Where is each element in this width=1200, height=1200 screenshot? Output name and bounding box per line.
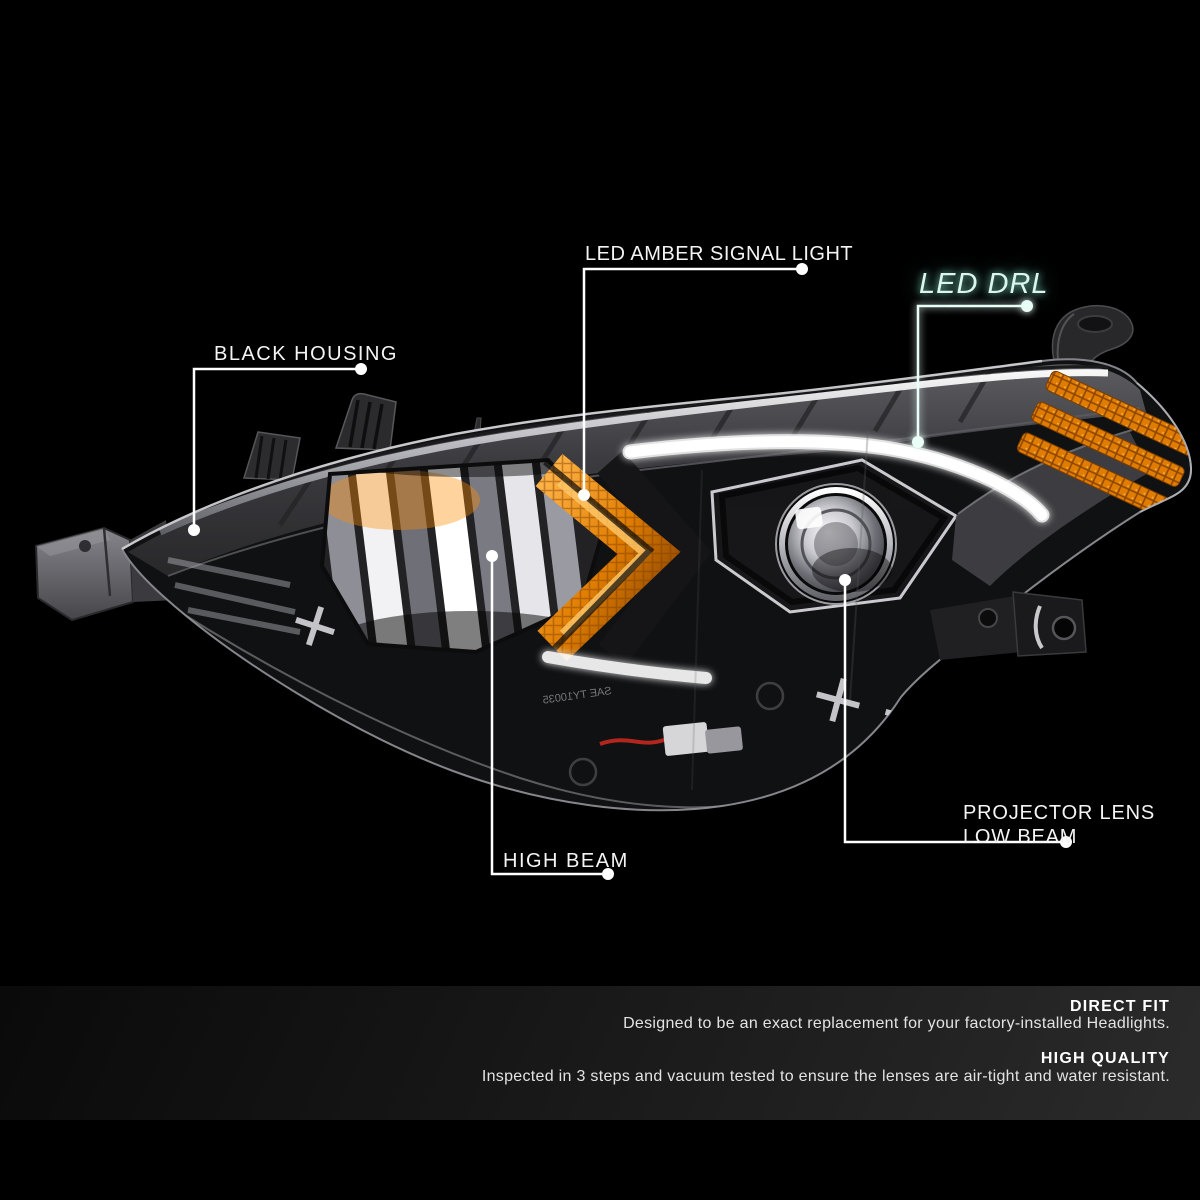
callout-high-beam: HIGH BEAM: [503, 850, 629, 872]
top-mount-tab-ribbed: [334, 392, 397, 451]
housing-band-lower-edge: [167, 407, 1141, 577]
projector-ring-chrome: [779, 487, 893, 601]
leader-high-beam: [490, 556, 608, 876]
bottom-right-bracket: [930, 591, 1087, 660]
lens-top-edge-highlight: [121, 359, 1043, 551]
callout-projector-line1: PROJECTOR LENS: [963, 802, 1155, 824]
lens-right-edge-highlight: [1136, 382, 1193, 513]
projector-highlight: [795, 506, 823, 530]
top-mount-tab-small: [243, 431, 301, 481]
amber-side-reflectors: [1016, 370, 1192, 518]
led-drl-strip: [542, 434, 1050, 684]
high-beam-reflector: [322, 460, 606, 652]
high-quality-title: HIGH QUALITY: [1040, 1050, 1170, 1067]
signal-divider-v: [597, 450, 712, 666]
lens-inner-edge-line: [179, 611, 761, 809]
left-reflector-slats: [167, 557, 301, 635]
leader-amber-signal: [582, 267, 802, 495]
callout-leader-lines: [192, 267, 1066, 876]
callout-black-housing: BLACK HOUSING: [214, 343, 398, 365]
callout-amber-signal: LED AMBER SIGNAL LIGHT: [585, 243, 854, 265]
direct-fit-title: DIRECT FIT: [1070, 998, 1170, 1015]
callout-projector: PROJECTOR LENS LOW BEAM: [963, 801, 1155, 849]
bulb-socket: [705, 726, 743, 754]
bulb-connector: [662, 722, 710, 756]
callout-dots: [188, 263, 1072, 880]
chrome-top-rail: [158, 369, 1109, 536]
direct-fit-description: Designed to be an exact replacement for …: [623, 1015, 1170, 1032]
callout-led-drl: LED DRL: [919, 268, 1049, 300]
leader-black-housing: [192, 367, 361, 530]
housing-top-band: [128, 364, 1146, 576]
high-quality-description: Inspected in 3 steps and vacuum tested t…: [481, 1068, 1170, 1085]
leader-led-drl: [916, 304, 1027, 442]
rail-shadow-line: [159, 365, 1109, 528]
callout-projector-line2: LOW BEAM: [963, 826, 1078, 848]
info-band: DIRECT FIT Designed to be an exact repla…: [0, 986, 1200, 1120]
leader-projector: [843, 580, 1066, 844]
projector-assembly: [710, 458, 959, 614]
